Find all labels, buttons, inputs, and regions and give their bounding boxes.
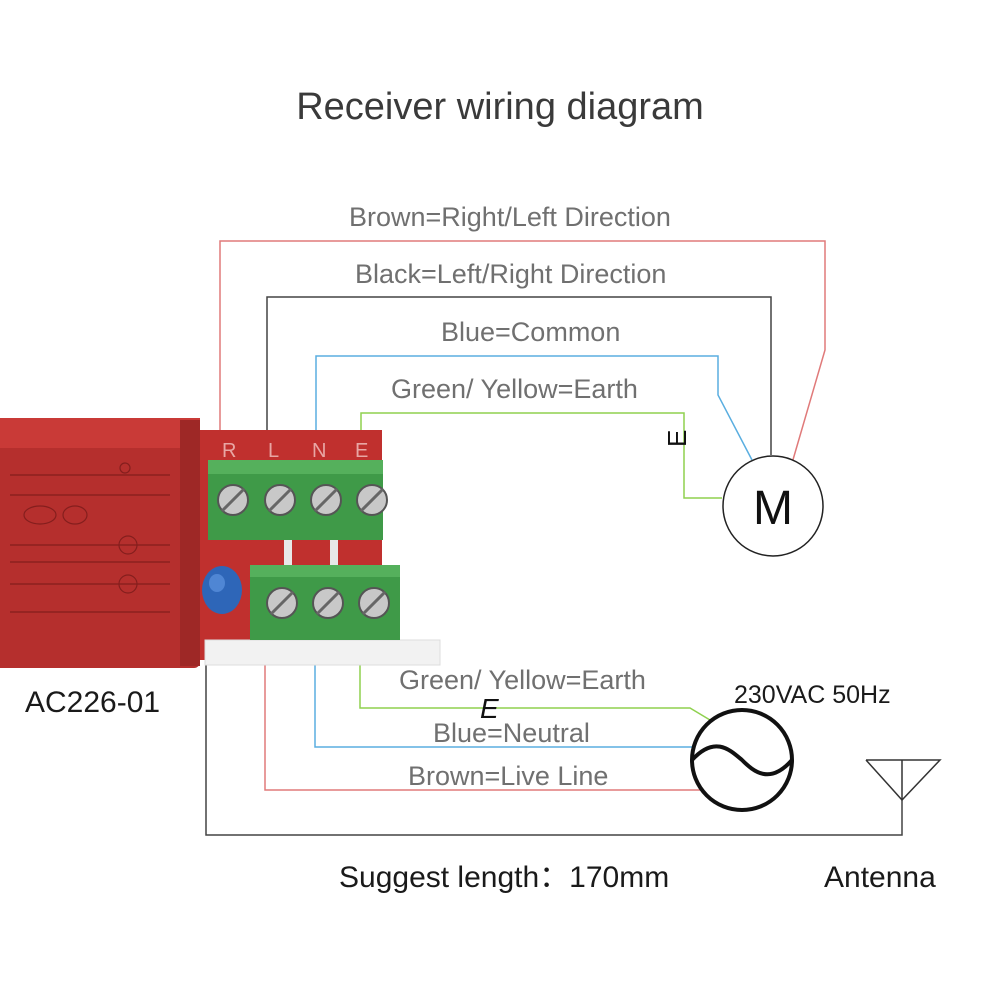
terminal-letter-l: L xyxy=(268,440,279,462)
terminal-letter-r: R xyxy=(222,440,236,462)
motor-symbol xyxy=(722,455,824,557)
green-earth-wire-bottom xyxy=(359,665,711,721)
power-label: 230VAC 50Hz xyxy=(734,681,891,709)
label-brown-live: Brown=Live Line xyxy=(408,761,609,791)
earth-symbol-bottom: E xyxy=(480,693,499,724)
brown-live-wire xyxy=(264,665,706,791)
label-green-earth-bottom: Green/ Yellow=Earth xyxy=(399,665,646,695)
sine-wave xyxy=(690,744,794,777)
length-note: Suggest length：170mm xyxy=(339,861,670,894)
label-blue-neutral: Blue=Neutral xyxy=(433,718,590,748)
terminal-letter-n: N xyxy=(312,440,326,462)
label-blue-common: Blue=Common xyxy=(441,317,621,347)
earth-symbol-top: E xyxy=(662,430,692,447)
receiver-module xyxy=(0,418,441,668)
diagram-title: Receiver wiring diagram xyxy=(296,86,704,128)
transformer-body xyxy=(0,418,200,668)
terminal-letter-e: E xyxy=(355,440,368,462)
cable-bundle xyxy=(204,639,441,666)
label-brown-direction: Brown=Right/Left Direction xyxy=(349,202,671,232)
green-earth-wire-top xyxy=(360,412,722,499)
model-label: AC226-01 xyxy=(25,686,161,719)
antenna-wire xyxy=(205,660,903,836)
label-green-earth-top: Green/ Yellow=Earth xyxy=(391,374,638,404)
antenna-label: Antenna xyxy=(824,861,936,894)
blue-common-wire xyxy=(315,355,753,461)
blue-neutral-wire xyxy=(314,665,692,748)
antenna-icon xyxy=(865,759,942,802)
brown-direction-wire xyxy=(219,240,826,471)
black-direction-wire xyxy=(266,296,772,455)
label-black-direction: Black=Left/Right Direction xyxy=(355,259,667,289)
motor-letter: M xyxy=(753,482,793,535)
